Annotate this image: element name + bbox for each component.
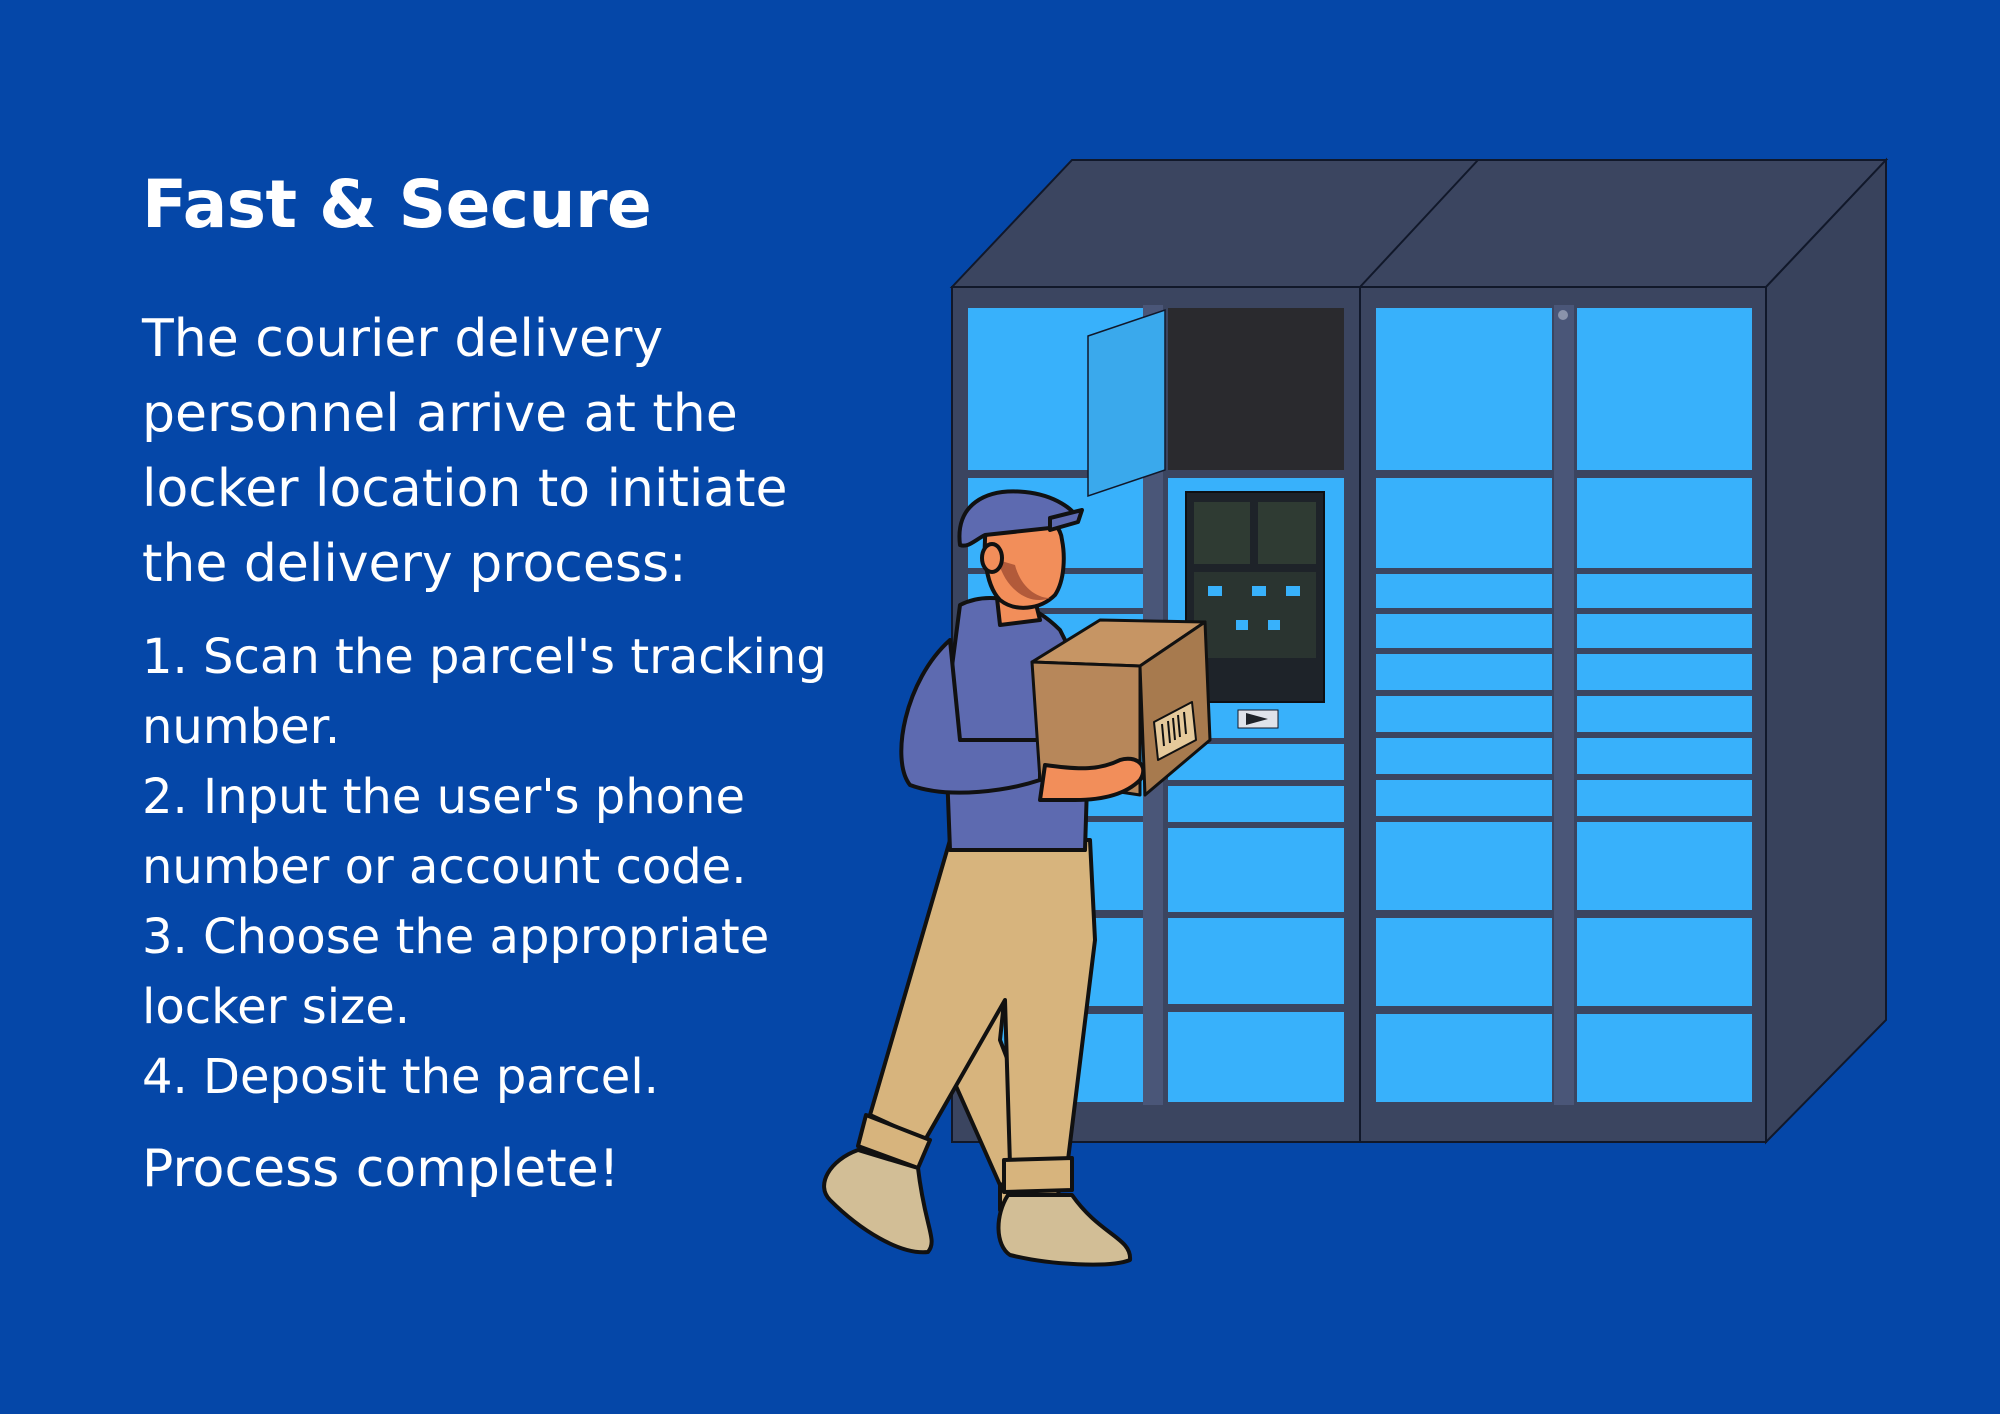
page-title: Fast & Secure <box>142 166 652 243</box>
text-panel: Fast & Secure The courier delivery perso… <box>142 160 842 1259</box>
closing-text: Process complete! <box>142 1139 620 1199</box>
steps-list: 1. Scan the parcel's tracking number. 2.… <box>142 622 842 1112</box>
step-item: 4. Deposit the parcel. <box>142 1049 659 1105</box>
courier-front-arm <box>1038 756 1146 802</box>
step-item: 1. Scan the parcel's tracking number. <box>142 629 827 755</box>
step-item: 2. Input the user's phone number or acco… <box>142 769 747 895</box>
intro-paragraph: The courier delivery personnel arrive at… <box>142 309 788 594</box>
step-item: 3. Choose the appropriate locker size. <box>142 909 770 1035</box>
